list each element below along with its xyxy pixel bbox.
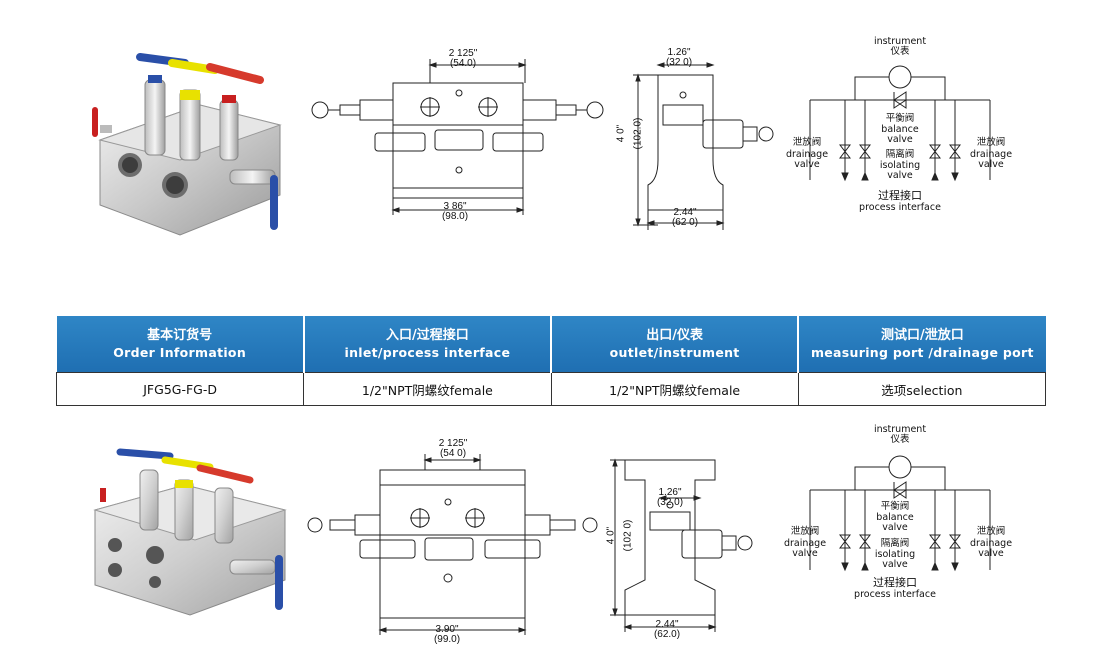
drain-valve-right-cn: 泄放阀 [976, 137, 1006, 148]
front-view-drawing-2 [307, 454, 598, 635]
process-interface-en: process interface [859, 202, 941, 213]
front-width-bottom-2: 3.90" [435, 624, 459, 635]
drain-valve-left-en2: valve [794, 159, 820, 170]
cell-inlet: 1/2"NPT阴螺纹female [303, 372, 552, 406]
front-width-bottom: 3 86" [443, 201, 467, 212]
drain-valve-right-cn-2: 泄放阀 [976, 526, 1006, 537]
instrument-label-en: instrument [873, 36, 927, 47]
drain-valve-right-en-2: drainage [969, 538, 1013, 549]
front-view-drawing [311, 59, 604, 215]
cell-outlet: 1/2"NPT阴螺纹female [550, 372, 799, 406]
balance-valve-en2-2: valve [882, 522, 908, 533]
drain-valve-left-cn-2: 泄放阀 [790, 526, 820, 537]
balance-valve-cn-2: 平衡阀 [880, 501, 910, 512]
isolating-valve-cn: 隔离阀 [885, 149, 915, 160]
side-bottom-mm: (62 0) [671, 217, 699, 228]
isolating-valve-en2-2: valve [882, 559, 908, 570]
side-bottom-mm-2: (62.0) [653, 629, 681, 640]
process-interface-cn: 过程接口 [878, 189, 922, 202]
front-width-top-2: 2 125" [438, 438, 468, 449]
side-view-drawing [633, 62, 774, 230]
side-top-mm: (32 0) [665, 57, 693, 68]
side-top: 1.26" [667, 47, 691, 58]
front-width-top-mm-2: (54 0) [439, 448, 467, 459]
isolating-valve-en: isolating [879, 160, 921, 171]
side-height: 4 0" [615, 124, 627, 143]
side-bottom-2: 2.44" [655, 619, 679, 630]
balance-valve-en: balance [881, 124, 919, 135]
balance-valve-cn: 平衡阀 [885, 113, 915, 124]
table-row: JFG5G-FG-D 1/2"NPT阴螺纹female 1/2"NPT阴螺纹fe… [55, 372, 1047, 406]
side-bottom: 2.44" [673, 207, 697, 218]
front-width-top: 2 125" [448, 48, 478, 59]
drain-valve-left-en2-2: valve [792, 548, 818, 559]
side-top-2: 1.26" [658, 487, 682, 498]
cell-order-number: JFG5G-FG-D [55, 372, 305, 406]
process-interface-en-2: process interface [854, 589, 936, 600]
isolating-valve-cn-2: 隔离阀 [880, 538, 910, 549]
side-height-mm: (102.0) [632, 117, 644, 150]
manifold-product-photo [92, 53, 282, 236]
valve-schematic-diagram-2 [809, 455, 991, 572]
side-height-mm-2: (102 0) [622, 519, 634, 552]
front-width-bottom-mm: (98.0) [441, 211, 469, 222]
drain-valve-right-en2-2: valve [978, 548, 1004, 559]
valve-schematic-diagram [809, 65, 991, 182]
side-height-2: 4 0" [605, 526, 617, 545]
side-top-mm-2: (32.0) [656, 497, 684, 508]
side-view-drawing-2 [610, 458, 753, 632]
instrument-label-en-2: instrument [873, 424, 927, 435]
drain-valve-left-cn: 泄放阀 [792, 137, 822, 148]
front-width-bottom-mm-2: (99.0) [433, 634, 461, 645]
drain-valve-right-en: drainage [969, 149, 1013, 160]
instrument-label-cn: 仪表 [890, 46, 910, 57]
drain-valve-left-en-2: drainage [783, 538, 827, 549]
balance-valve-en-2: balance [876, 512, 914, 523]
balance-valve-en2: valve [887, 134, 913, 145]
cell-measuring-port: 选项selection [797, 372, 1047, 406]
isolating-valve-en-2: isolating [874, 549, 916, 560]
drain-valve-right-en2: valve [978, 159, 1004, 170]
drain-valve-left-en: drainage [785, 149, 829, 160]
instrument-label-cn-2: 仪表 [890, 434, 910, 445]
isolating-valve-en2: valve [887, 170, 913, 181]
process-interface-cn-2: 过程接口 [873, 576, 917, 589]
front-width-top-mm: (54.0) [449, 58, 477, 69]
manifold-product-photo-2 [93, 448, 287, 616]
